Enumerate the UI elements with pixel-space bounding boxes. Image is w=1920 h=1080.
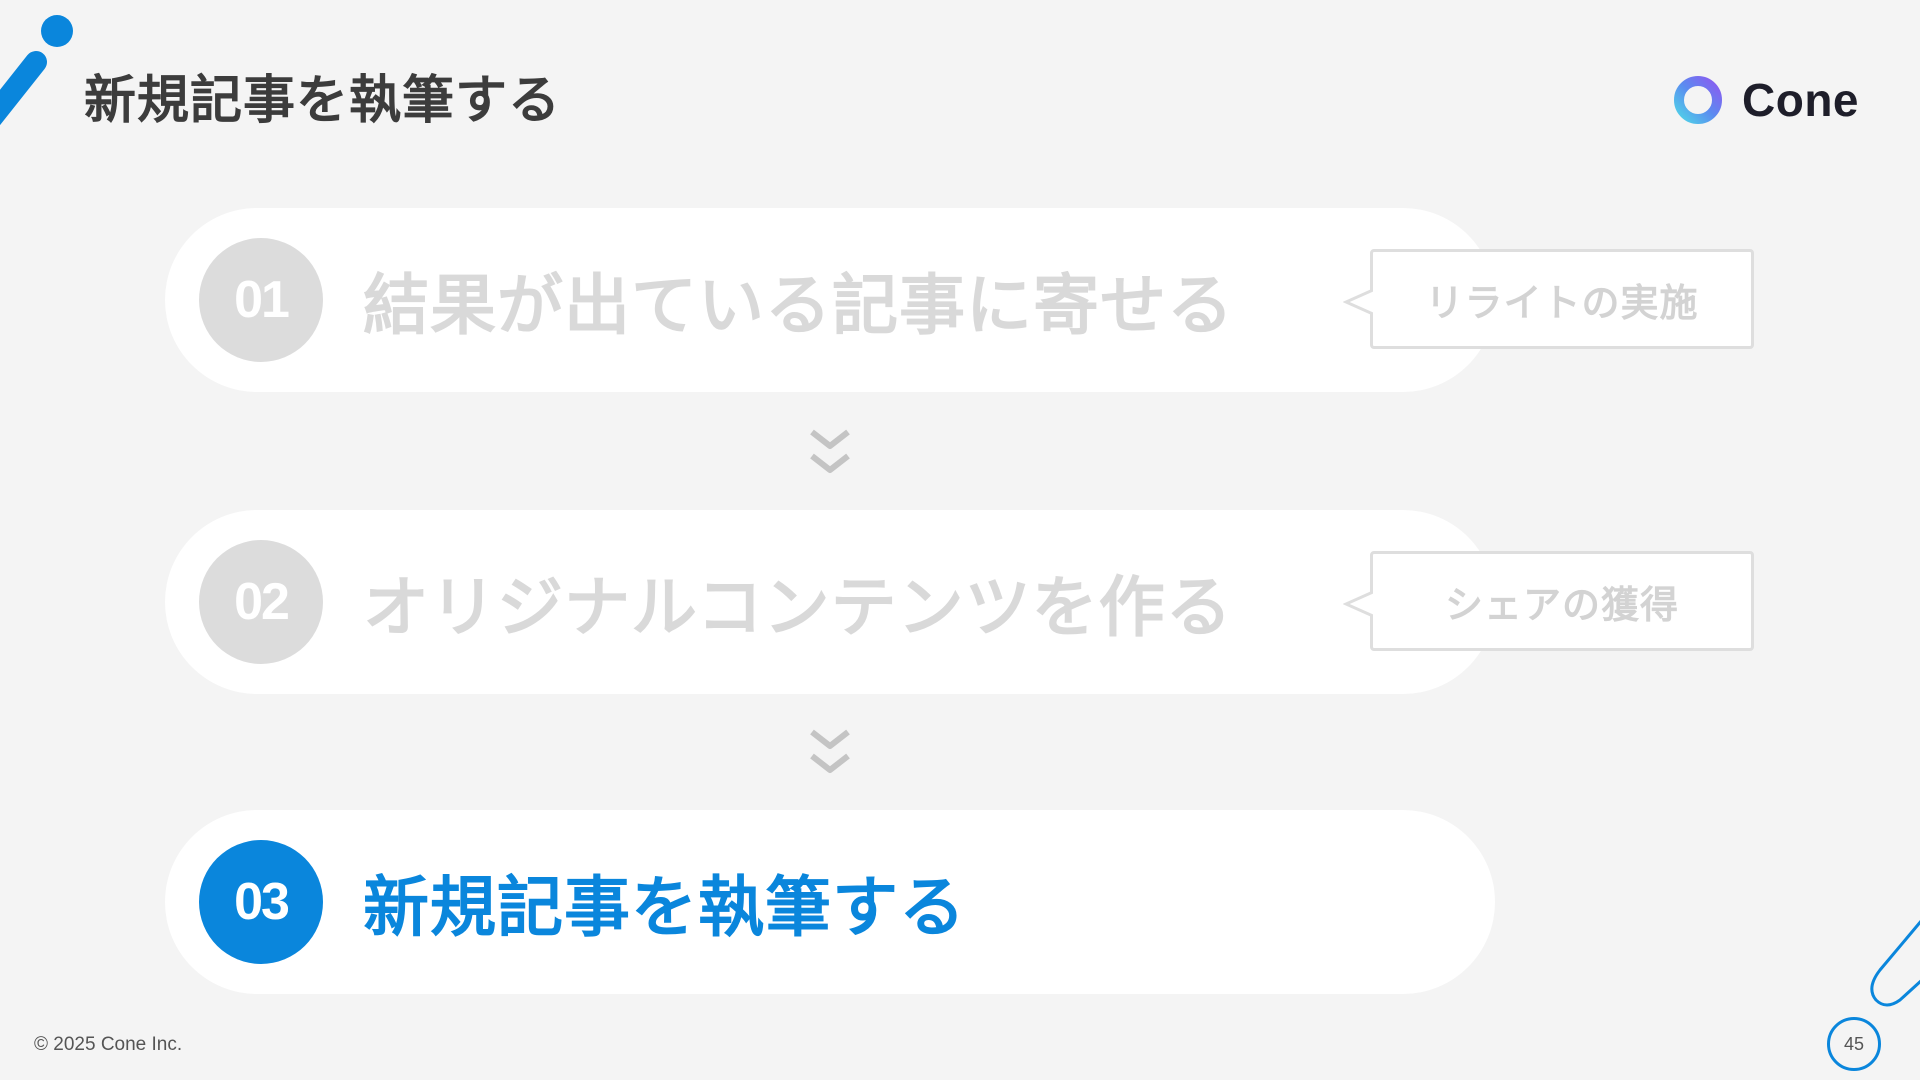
- step-1-callout-text: リライトの実施: [1425, 280, 1699, 325]
- step-1-callout: リライトの実施: [1343, 249, 1754, 349]
- page-title: 新規記事を執筆する: [84, 71, 562, 131]
- step-2-callout: シェアの獲得: [1343, 551, 1754, 651]
- double-chevron-down-icon: [810, 729, 850, 773]
- step-2-card: 02 オリジナルコンテンツを作る: [165, 510, 1495, 694]
- brand-name: Cone: [1742, 74, 1859, 126]
- ring-logo-icon: [1674, 76, 1722, 124]
- step-1-number: 01: [199, 238, 323, 362]
- step-3-label: 新規記事を執筆する: [363, 869, 966, 946]
- step-3-card: 03 新規記事を執筆する: [165, 810, 1495, 994]
- step-2-label: オリジナルコンテンツを作る: [363, 569, 1233, 646]
- step-3-number: 03: [199, 840, 323, 964]
- callout-tail-icon: [1343, 590, 1373, 618]
- double-chevron-down-icon: [810, 429, 850, 473]
- step-2-callout-text: シェアの獲得: [1444, 582, 1679, 627]
- brand-logo: Cone: [1672, 72, 1859, 128]
- copyright-text: © 2025 Cone Inc.: [34, 1034, 183, 1055]
- corner-decoration: [0, 15, 73, 126]
- corner-decoration-bottom: [1870, 920, 1920, 1007]
- page-number: 45: [1827, 1017, 1881, 1071]
- step-1-label: 結果が出ている記事に寄せる: [363, 267, 1234, 344]
- callout-tail-icon: [1343, 288, 1373, 316]
- step-2-number: 02: [199, 540, 323, 664]
- step-1-card: 01 結果が出ている記事に寄せる: [165, 208, 1495, 392]
